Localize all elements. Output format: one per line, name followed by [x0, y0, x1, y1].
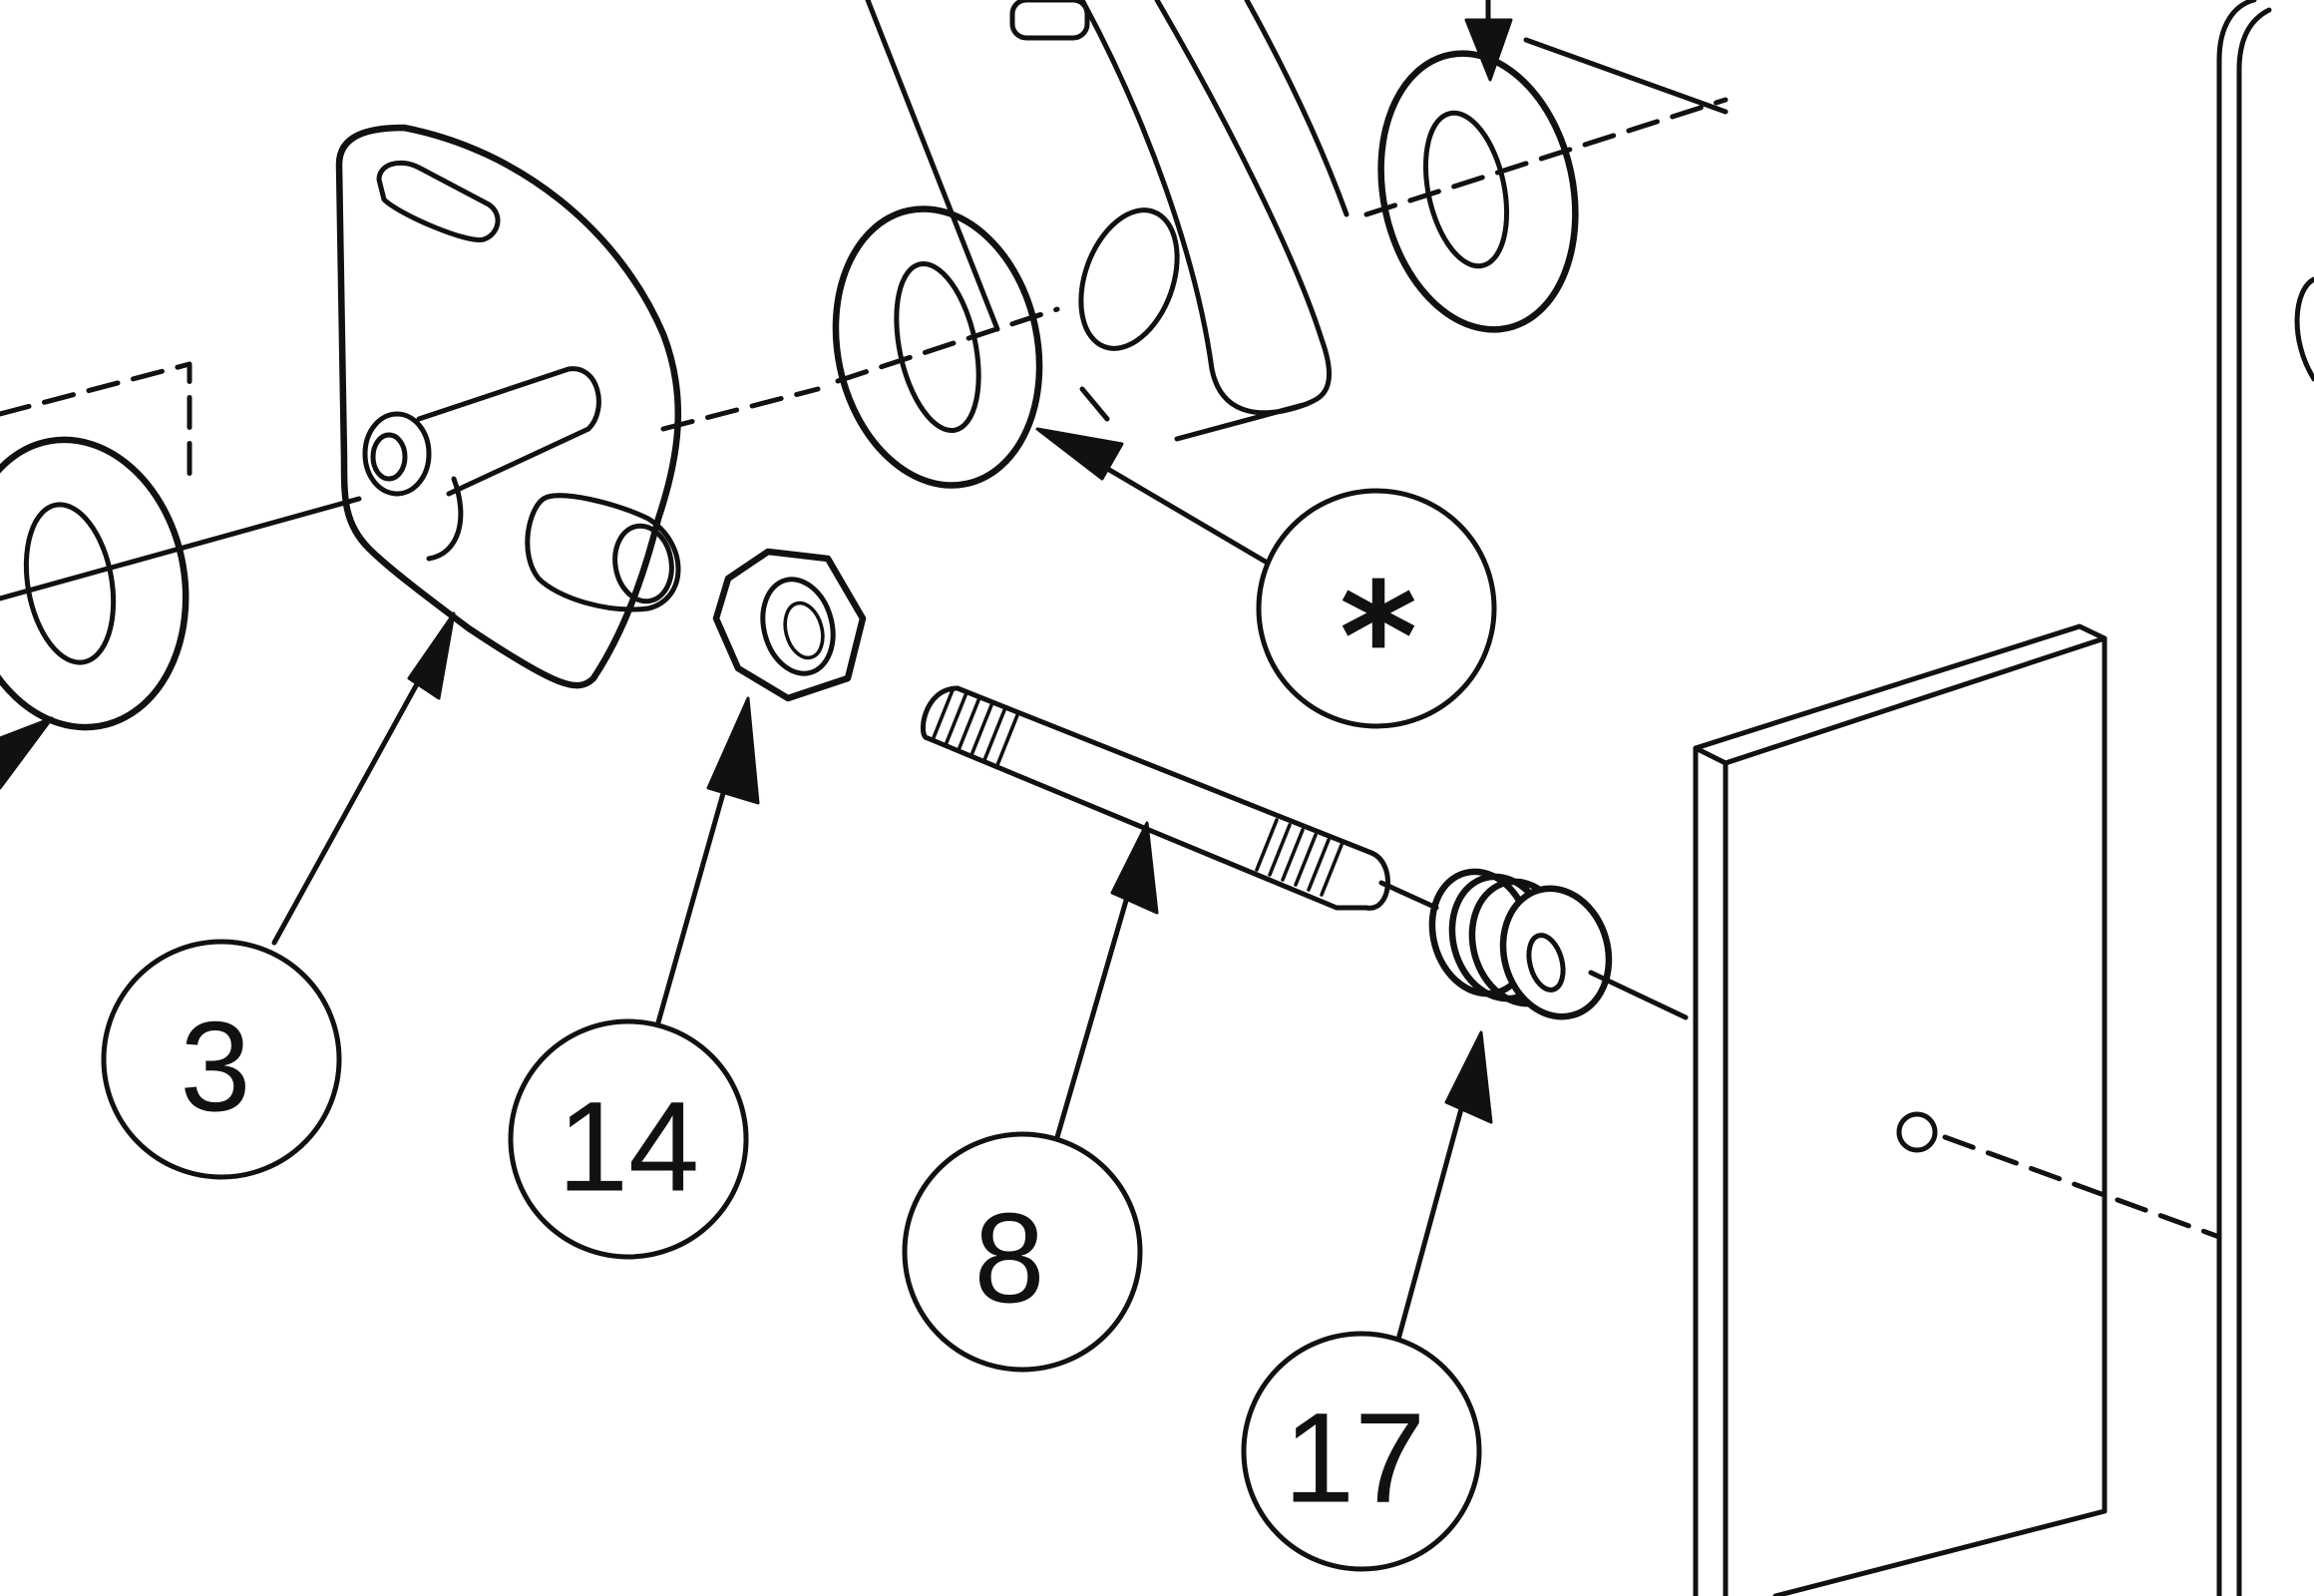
- mounting-washer: [832, 205, 1060, 489]
- stud-thread-left: [931, 688, 1019, 767]
- leader-bracket: [271, 611, 456, 946]
- stud-thread-right: [1255, 818, 1344, 897]
- callout-bracket: 3: [101, 939, 342, 1180]
- threaded-stud: [920, 685, 1439, 911]
- callout-stud: 8: [902, 1131, 1143, 1373]
- callout-spacer-label: 17: [1284, 1388, 1425, 1530]
- callout-spacer: 17: [1241, 1331, 1482, 1572]
- callout-nut: 14: [508, 1018, 749, 1260]
- left-washer: [0, 361, 362, 790]
- leader-spacer: [1393, 1030, 1493, 1350]
- rubber-spacer: [1428, 868, 1689, 1020]
- link-plate: [865, 0, 1350, 442]
- callout-bracket-label: 3: [180, 997, 250, 1139]
- upper-right-washer: [1363, 0, 1729, 333]
- callout-stud-label: 8: [973, 1188, 1044, 1331]
- callout-washer: *: [1256, 488, 1497, 729]
- right-support-bar: [2216, 0, 2314, 1596]
- leader-washer: [1035, 427, 1272, 567]
- callout-nut-label: 14: [558, 1076, 699, 1219]
- callout-washer-label: *: [1340, 552, 1417, 725]
- mounting-plate: [1693, 623, 2222, 1596]
- bracket: [335, 124, 821, 689]
- leader-nut: [655, 696, 760, 1025]
- leader-stud: [1054, 821, 1159, 1140]
- hex-nut: [712, 548, 867, 702]
